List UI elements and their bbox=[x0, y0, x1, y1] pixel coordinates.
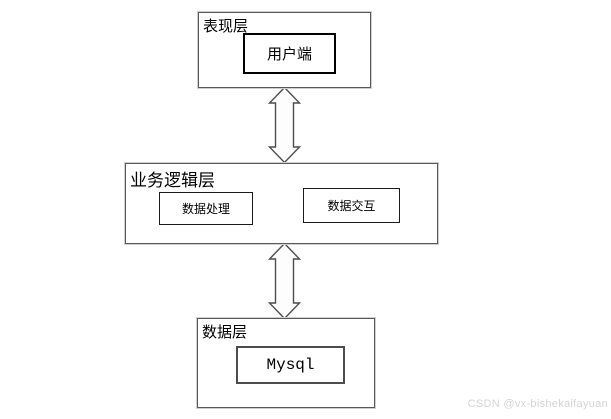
node-data-processing-label: 数据处理 bbox=[181, 202, 230, 216]
watermark: CSDN @vx-bishekaifayuan bbox=[467, 398, 608, 410]
layer-label-data: 数据层 bbox=[202, 325, 248, 341]
layer-label-business-logic: 业务逻辑层 bbox=[130, 171, 215, 190]
layer-label-presentation: 表现层 bbox=[203, 19, 249, 35]
node-data-interaction-label: 数据交互 bbox=[327, 199, 376, 213]
layer-box-presentation: 表现层 用户端 bbox=[198, 12, 371, 88]
layer-box-data: 数据层 Mysql bbox=[197, 318, 375, 408]
node-data-processing: 数据处理 bbox=[159, 192, 253, 225]
double-arrow-business-data-icon bbox=[267, 242, 302, 320]
node-mysql-label: Mysql bbox=[266, 356, 315, 374]
node-client-label: 用户端 bbox=[266, 47, 312, 63]
layer-box-business-logic: 业务逻辑层 数据处理 数据交互 bbox=[125, 163, 438, 244]
node-data-interaction: 数据交互 bbox=[303, 188, 400, 223]
node-mysql: Mysql bbox=[236, 346, 345, 384]
node-client: 用户端 bbox=[243, 33, 336, 74]
double-arrow-presentation-business-icon bbox=[267, 86, 302, 164]
